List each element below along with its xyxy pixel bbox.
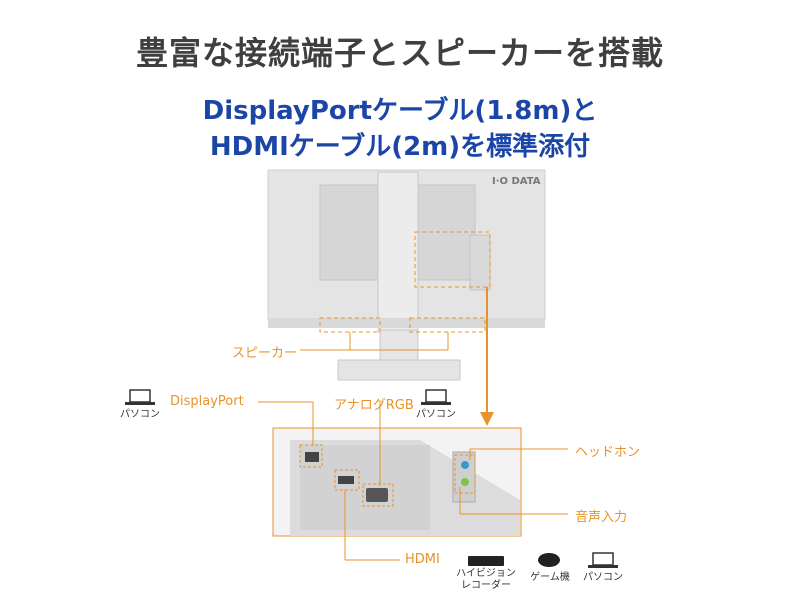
label-analog-rgb: アナログRGB [334,398,414,413]
device-hd-recorder-line1: ハイビジョン [456,568,516,579]
device-pc-left: パソコン [120,409,160,420]
label-displayport: DisplayPort [170,394,244,409]
device-pc-mid: パソコン [416,409,456,420]
subline-hdmi-cable: HDMIケーブル(2m)を標準添付 [209,132,591,162]
label-headphone: ヘッドホン [575,445,641,460]
label-audio-in: 音声入力 [575,510,628,525]
brand-logo: I·O DATA [492,176,541,187]
device-hd-recorder-line2: レコーダー [461,580,511,591]
label-hdmi: HDMI [405,552,440,567]
subline-displayport-cable: DisplayPortケーブル(1.8m)と [202,96,598,126]
label-speaker: スピーカー [232,346,298,361]
device-game: ゲーム機 [530,572,570,583]
headline: 豊富な接続端子とスピーカーを搭載 [135,34,664,72]
device-pc-right: パソコン [583,572,623,583]
device-hd-recorder: ハイビジョン レコーダー [455,568,517,592]
